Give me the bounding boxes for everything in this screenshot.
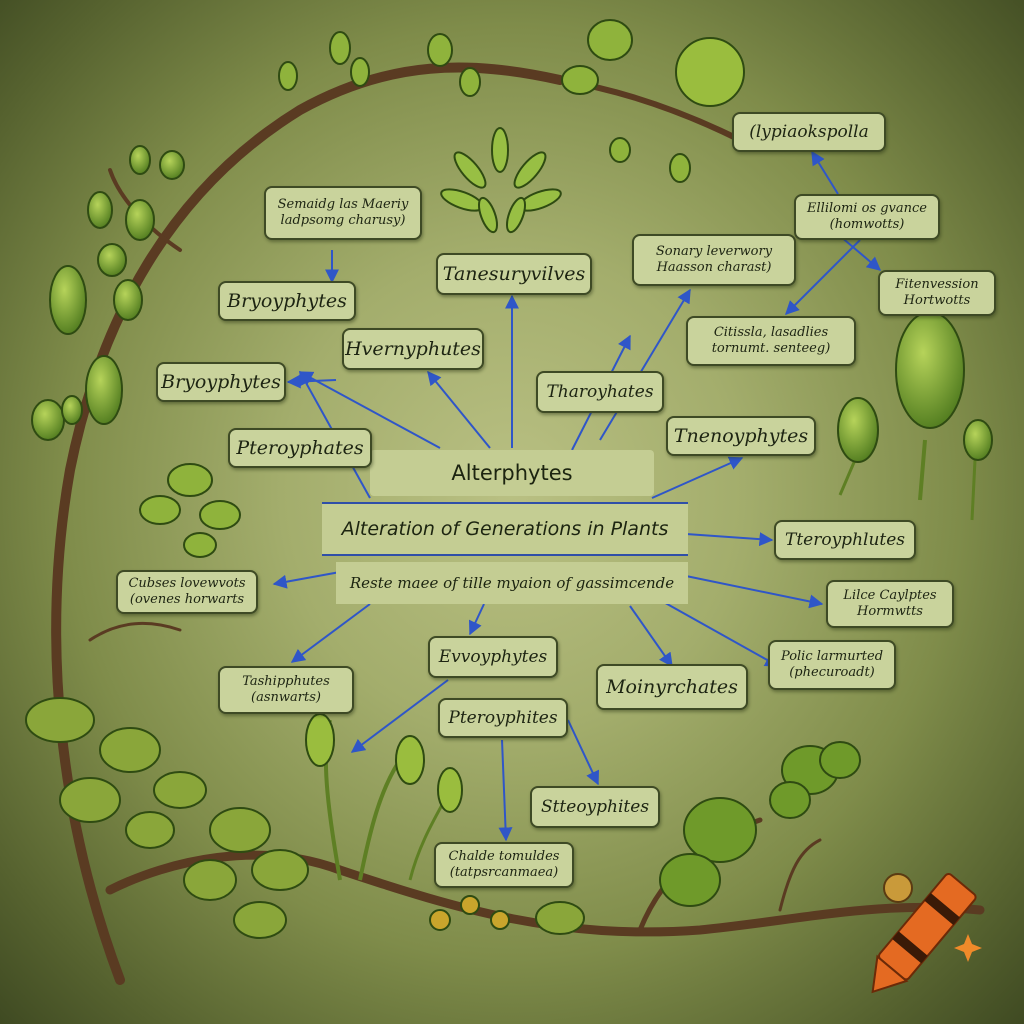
connector-arrow-11 bbox=[839, 235, 882, 271]
node-tteroyphlutes: Tteroyphlutes bbox=[774, 520, 916, 560]
node-tashipphutes: Tashipphutes(asnwarts) bbox=[218, 666, 354, 714]
connector-arrow-14 bbox=[685, 575, 824, 609]
connector-arrow-10 bbox=[811, 150, 839, 195]
connector-arrow-6 bbox=[298, 371, 441, 449]
node-bryophytes-1: Bryoyphytes bbox=[218, 281, 356, 321]
diagram-subtitle: Reste maee of tille myaion of gassimcend… bbox=[336, 562, 688, 604]
top-leaves bbox=[278, 19, 745, 183]
node-moinyrchates: Moinyrchates bbox=[596, 664, 748, 710]
connector-arrow-21 bbox=[498, 739, 513, 842]
seed-pods bbox=[31, 145, 185, 441]
node-elilomi-note: Ellilomi os gvance(homwotts) bbox=[794, 194, 940, 240]
node-top-right-label: (lypiaokspolla bbox=[732, 112, 886, 152]
connector-arrow-15 bbox=[659, 599, 780, 667]
clover-leaves bbox=[659, 741, 861, 907]
crayon-icon bbox=[871, 872, 982, 994]
connector-arrow-1 bbox=[427, 370, 491, 449]
moss-capsules-right bbox=[837, 311, 993, 521]
node-tanesury: Tanesuryvilves bbox=[436, 253, 592, 295]
connector-arrow-17 bbox=[468, 603, 485, 636]
node-stteoyphites: Stteoyphites bbox=[530, 786, 660, 828]
node-hvernphytes: Hvernyphutes bbox=[342, 328, 484, 370]
sporophyte-sprouts bbox=[305, 713, 585, 935]
diagram-title: Alteration of Generations in Plants bbox=[322, 502, 688, 556]
connector-arrow-20 bbox=[350, 679, 449, 753]
node-pteroyphates: Pteroyphates bbox=[228, 428, 372, 468]
connector-arrow-19 bbox=[290, 603, 371, 663]
node-tnenoyphytes: Tnenoyphytes bbox=[666, 416, 816, 456]
connector-arrow-12 bbox=[785, 239, 861, 315]
node-evvoyphytes: Evvoyphytes bbox=[428, 636, 558, 678]
connector-arrow-4 bbox=[599, 288, 691, 441]
node-pteroyphites: Pteroyphites bbox=[438, 698, 568, 738]
connector-arrow-8 bbox=[286, 374, 337, 389]
node-polic-note: Polic larmurted(phecuroadt) bbox=[768, 640, 896, 690]
connector-arrow-13 bbox=[685, 532, 774, 547]
center-title: Alterphytes bbox=[370, 450, 654, 496]
node-cubses-note: Cubses lovewvots(ovenes horwarts bbox=[116, 570, 258, 614]
moss-clump bbox=[25, 697, 309, 939]
connector-arrow-5 bbox=[651, 456, 744, 499]
connector-arrow-18 bbox=[272, 571, 341, 589]
connector-arrow-22 bbox=[567, 719, 599, 786]
connector-arrow-16 bbox=[629, 605, 673, 668]
fern-rosette bbox=[440, 127, 562, 234]
fern-leaf-left bbox=[139, 463, 241, 558]
node-bryophytes-2: Bryoyphytes bbox=[156, 362, 286, 402]
node-tharoyhates: Tharoyhates bbox=[536, 371, 664, 413]
node-chalde-note: Chalde tomuldes(tatpsrcanmaea) bbox=[434, 842, 574, 888]
